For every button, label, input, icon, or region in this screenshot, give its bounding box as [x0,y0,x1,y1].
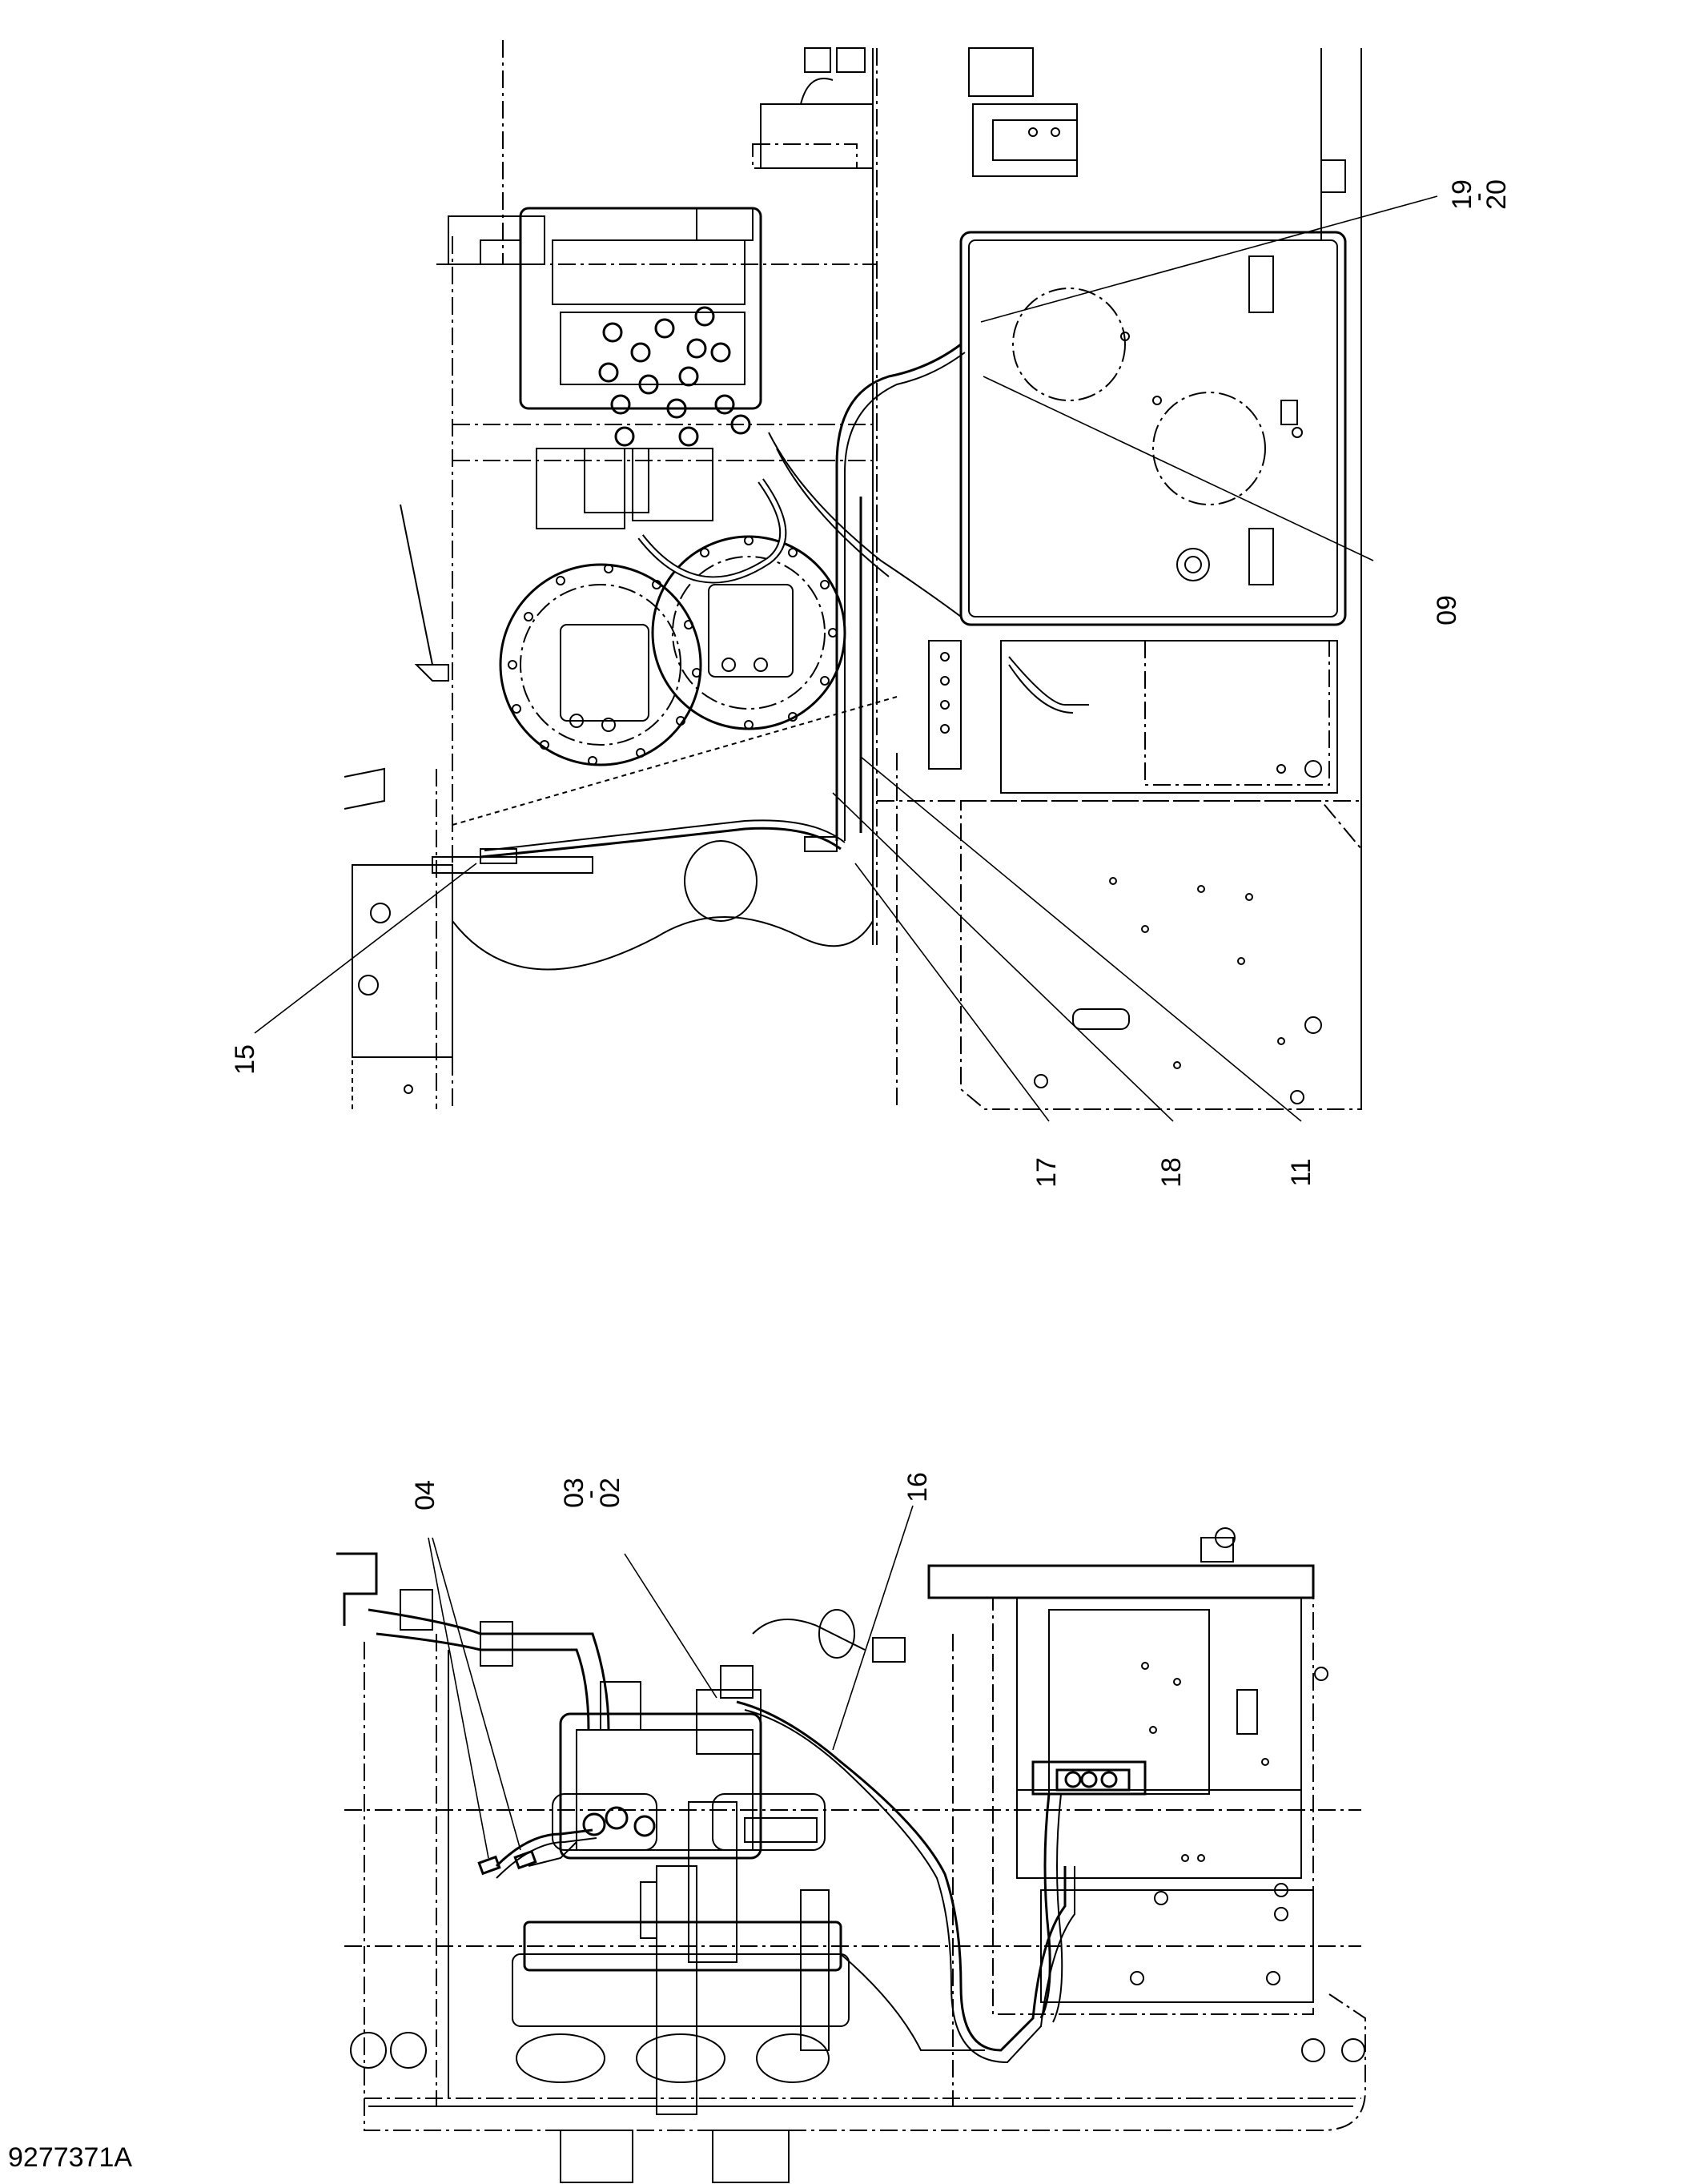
base-plate-upper [960,800,1362,1110]
hose-routing-upper [480,343,966,864]
callout-16: 16 [902,1472,933,1502]
control-panel-upper [928,640,1338,794]
drawing-number: 9277371A [8,2142,133,2173]
travel-motor-left [499,563,702,766]
hose-routing-lower-left [477,1828,597,1879]
pump-housing [959,231,1347,626]
leaders-upper [254,195,1438,1122]
travel-motor-right [651,535,846,730]
callout-18: 18 [1156,1157,1187,1188]
svg-text:19: 19 [1447,179,1477,210]
svg-text:20: 20 [1481,179,1512,210]
svg-text:-: - [575,1490,605,1498]
callout-04: 04 [410,1480,440,1510]
lower-view [336,1505,1366,2183]
callout-15: 15 [230,1044,260,1075]
control-valve-assembly [448,207,762,529]
callout-19-20: 19 - 20 [1447,179,1512,210]
upper-view [254,40,1438,1122]
svg-text:02: 02 [595,1478,625,1508]
callout-09: 09 [1432,595,1462,625]
callout-17: 17 [1031,1157,1062,1188]
control-block-lower [927,1527,1328,2023]
callout-11: 11 [1286,1158,1316,1186]
hose-routing-lower-right [736,1609,1075,2064]
main-pump-assembly [512,1665,850,2115]
leaders-lower [428,1505,914,1859]
svg-text:-: - [1463,192,1493,201]
svg-text:03: 03 [559,1478,589,1508]
callout-03-02: 03 - 02 [559,1478,625,1508]
